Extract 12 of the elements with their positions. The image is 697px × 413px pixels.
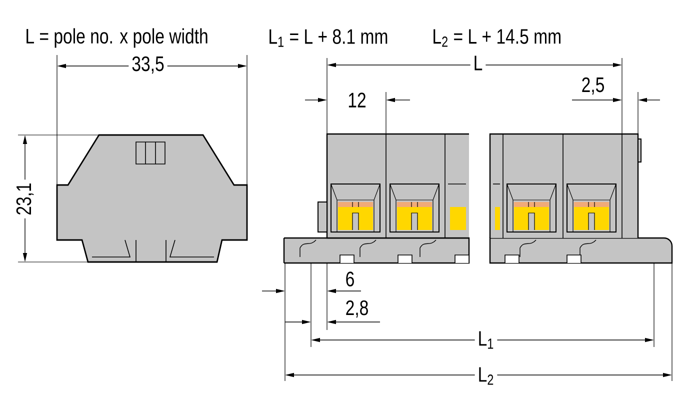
formula-text: L$_{2}$ = L + 14.5 mm [434,29,560,47]
formula-text: L$_{1}$ = L + 8.1 mm [270,29,388,47]
dimension-label: 2,5 [582,77,604,95]
dimension-label: 2,8 [346,300,368,318]
dimension-label: 33,5 [128,53,168,77]
dimension-label: 23,1 [13,180,37,218]
dimension-label: 12 [348,92,366,108]
dimension-label: L [470,52,486,74]
dimension-label: L$_{2}$ [474,364,498,388]
dimension-label: 6 [346,272,354,286]
formula-text: L = pole no. x pole width [26,28,208,48]
dimension-label: L$_{1}$ [474,328,498,352]
